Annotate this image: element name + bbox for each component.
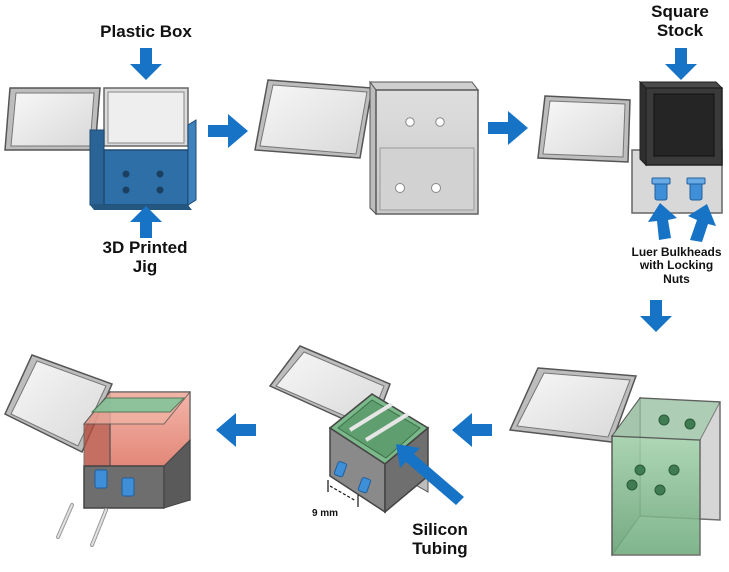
arrow-right-step1 [208,114,248,148]
label-plastic-box: Plastic Box [100,22,192,41]
step2-lid [254,79,373,159]
label-luer-bulkheads: Luer Bulkheads with Locking Nuts [624,245,729,286]
step3-lid [537,95,631,163]
step6-box-body [82,390,192,509]
step4-box-body [611,396,721,557]
arrow-silicon-tubing [396,444,464,505]
label-silicon-tubing: Silicon Tubing [400,520,480,558]
step2-box-body [369,80,479,216]
step5-box [268,345,430,514]
dimension-marker [327,480,359,507]
label-luer-line2: with Locking [639,258,714,273]
label-dimension: 9 mm [311,508,339,519]
arrow-down-square-stock [665,48,697,80]
arrow-up-luer-right [688,204,716,242]
label-square-stock: Square Stock [640,2,720,40]
arrow-right-step2 [488,111,528,145]
square-stock [638,80,724,167]
step4-box [508,367,721,557]
step3-box [537,80,724,214]
label-silicon-line1: Silicon [412,520,468,539]
label-silicon-line2: Tubing [412,539,468,559]
label-luer-line1: Luer Bulkheads [631,245,722,259]
step1-box-body [103,87,189,147]
loose-tubes [56,503,108,547]
arrow-up-jig [130,206,162,238]
label-printed-jig: 3D Printed Jig [90,238,200,276]
luer-fittings [651,177,706,201]
printed-jig [89,119,197,210]
label-printed-jig-line1: 3D Printed [102,238,188,257]
step6-box [4,354,192,547]
arrow-left-step5 [216,413,256,447]
label-luer-line3: Nuts [663,271,690,286]
step1-box [4,87,197,210]
arrow-down-plastic-box [130,48,162,80]
arrow-down-step3 [640,300,672,332]
label-square-stock-line1: Square [651,2,709,21]
step2-box [254,79,479,216]
arrow-left-step4 [452,413,492,447]
arrow-up-luer-left [648,203,677,240]
step4-lid [508,367,638,443]
label-printed-jig-line2: Jig [132,257,158,277]
step1-lid [4,87,101,151]
arrows [130,48,716,505]
label-square-stock-line2: Stock [656,21,704,41]
